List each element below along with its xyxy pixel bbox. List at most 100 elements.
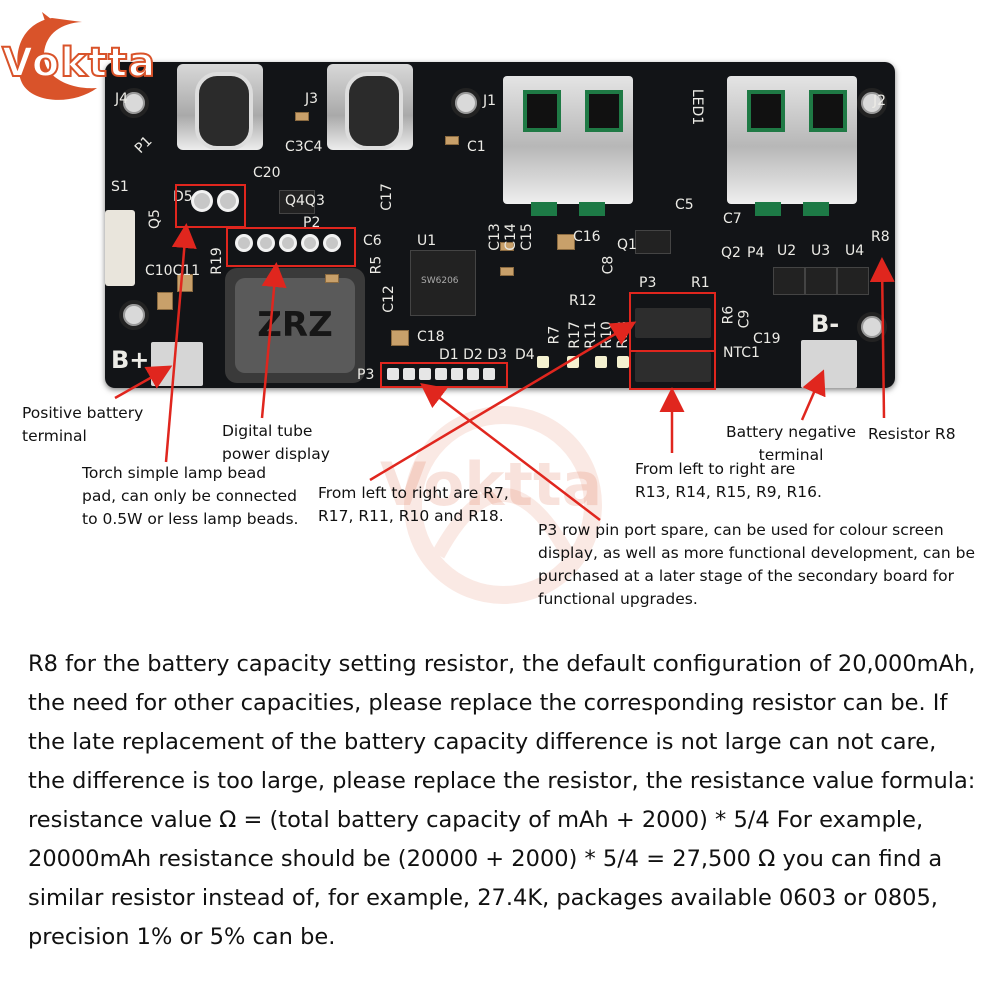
mounting-hole xyxy=(119,88,149,118)
callout-digital-tube: Digital tube power display xyxy=(222,422,330,463)
silk-c3c4: C3C4 xyxy=(285,139,323,155)
arrow-digital-tube xyxy=(260,262,287,419)
pcb-board: SW6206 ZRZ xyxy=(105,62,895,388)
highlight-torch-pad xyxy=(175,184,246,228)
callout-resistors-left: From left to right are R7, R17, R11, R10… xyxy=(318,484,509,525)
silk-j2: J2 xyxy=(873,93,887,109)
indicator-led xyxy=(617,356,629,368)
header-pin-p3 xyxy=(467,368,479,380)
usb-c-port-j3 xyxy=(327,64,413,150)
smd-capacitor xyxy=(295,112,309,121)
resistor-block xyxy=(635,308,711,338)
ic-q1 xyxy=(635,230,671,254)
silk-u2: U2 xyxy=(777,243,797,259)
callout-resistors-right: From left to right are R13, R14, R15, R9… xyxy=(635,460,822,501)
silk-r1: R1 xyxy=(691,275,710,291)
header-pin-p3 xyxy=(483,368,495,380)
header-pin-p2 xyxy=(301,234,319,252)
silk-u4: U4 xyxy=(845,243,865,259)
mounting-hole xyxy=(119,300,149,330)
ic-u3 xyxy=(805,267,837,295)
silk-c6: C6 xyxy=(363,233,382,249)
callout-negative-terminal: Battery negative terminal xyxy=(725,423,857,464)
inductor: ZRZ xyxy=(225,268,365,383)
smd-capacitor xyxy=(500,242,514,251)
silk-c20: C20 xyxy=(253,165,281,181)
silk-p2: P2 xyxy=(303,215,321,231)
usb-c-port-j4 xyxy=(177,64,263,150)
arrow-positive-terminal xyxy=(114,365,173,400)
silk-c16: C16 xyxy=(573,229,601,245)
brand-logo-icon xyxy=(17,12,97,100)
header-pin-p3 xyxy=(387,368,399,380)
callout-positive-terminal: Positive battery terminal xyxy=(22,404,144,445)
watermark-logo-icon xyxy=(404,406,602,604)
header-pin-p2 xyxy=(279,234,297,252)
silk-c1: C1 xyxy=(467,139,486,155)
silk-u1: U1 xyxy=(417,233,437,249)
silk-p3: P3 xyxy=(357,367,375,383)
arrow-p3-port xyxy=(420,382,601,521)
silk-c18: C18 xyxy=(417,329,445,345)
silk-c10c11: C10C11 xyxy=(145,263,201,279)
silk-c5: C5 xyxy=(675,197,694,213)
header-pin-p3 xyxy=(419,368,431,380)
smd-capacitor xyxy=(500,267,514,276)
silk-p4: P4 xyxy=(747,245,765,261)
silk-ntc1: NTC1 xyxy=(723,345,760,361)
ic-u4 xyxy=(837,267,869,295)
smd-capacitor xyxy=(445,136,459,145)
silk-r12: R12 xyxy=(569,293,597,309)
header-pin-p2 xyxy=(257,234,275,252)
usb-a-port-j1 xyxy=(503,76,633,216)
arrow-negative-terminal xyxy=(800,369,826,421)
smd-capacitor xyxy=(557,234,575,250)
silk-r8: R8 xyxy=(871,229,890,245)
indicator-led xyxy=(537,356,549,368)
arrow-torch-pad xyxy=(164,223,197,463)
brand-logo-text: Voktta xyxy=(1,39,157,87)
silk-q4q3: Q4Q3 xyxy=(285,193,325,209)
silk-j3: J3 xyxy=(305,91,319,107)
resistor-block xyxy=(635,352,711,382)
header-pin-p3 xyxy=(435,368,447,380)
callout-p3-port: P3 row pin port spare, can be used for c… xyxy=(538,521,976,608)
smd-capacitor xyxy=(157,292,173,310)
ic-q4q3 xyxy=(279,190,315,214)
indicator-led xyxy=(567,356,579,368)
silk-s1: S1 xyxy=(111,179,129,195)
silk-j4: J4 xyxy=(115,91,129,107)
silk-j1: J1 xyxy=(483,93,497,109)
torch-pad xyxy=(217,190,239,212)
silk-q2: Q2 xyxy=(721,245,741,261)
silk-d1d2d3: D1 D2 D3 xyxy=(439,347,507,363)
chip-marking: SW6206 xyxy=(421,276,459,286)
torch-pad xyxy=(191,190,213,212)
mounting-hole xyxy=(451,88,481,118)
header-pin-p3 xyxy=(451,368,463,380)
watermark-text: Voktta xyxy=(380,450,603,520)
silk-b-minus: B- xyxy=(811,310,840,338)
silk-d4: D4 xyxy=(515,347,535,363)
silk-c19: C19 xyxy=(753,331,781,347)
mounting-hole xyxy=(857,88,887,118)
header-pin-p3 xyxy=(403,368,415,380)
side-connector xyxy=(105,210,135,286)
silk-c7: C7 xyxy=(723,211,742,227)
header-pin-p2 xyxy=(235,234,253,252)
description-paragraph: R8 for the battery capacity setting resi… xyxy=(28,651,976,950)
inductor-marking: ZRZ xyxy=(235,278,355,373)
callout-torch-pad: Torch simple lamp bead pad, can only be … xyxy=(82,464,299,528)
smd-capacitor xyxy=(391,330,409,346)
callout-resistor-r8: Resistor R8 xyxy=(868,425,956,443)
silk-q1: Q1 xyxy=(617,237,637,253)
header-pin-p2 xyxy=(323,234,341,252)
usb-a-port-j2 xyxy=(727,76,857,216)
silk-p3-top: P3 xyxy=(639,275,657,291)
silk-u3: U3 xyxy=(811,243,831,259)
silk-b-plus: B+ xyxy=(111,346,150,374)
indicator-led xyxy=(595,356,607,368)
silk-d5: D5 xyxy=(173,189,193,205)
